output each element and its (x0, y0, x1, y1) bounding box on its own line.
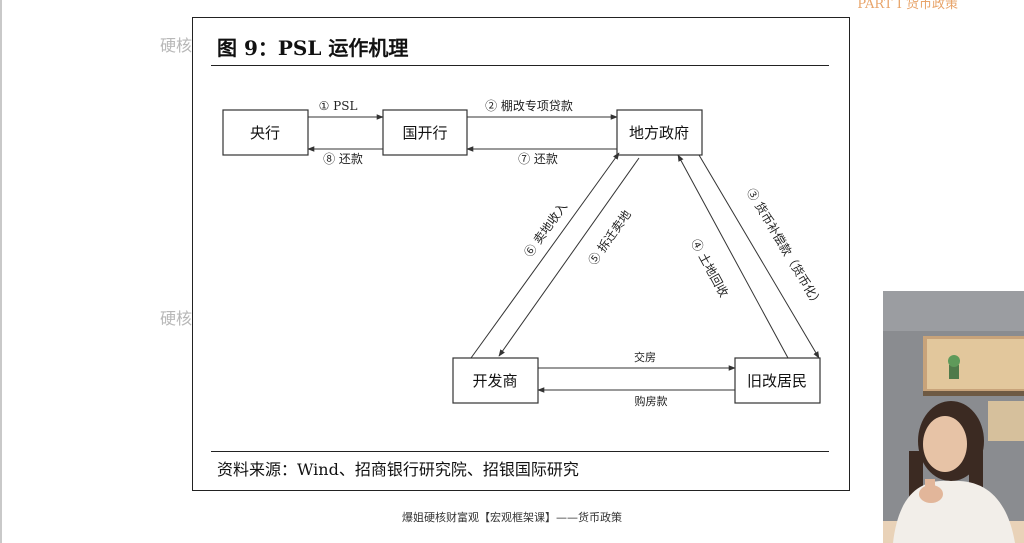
watermark: 硬核 (160, 309, 193, 328)
course-caption: 爆姐硬核财富观【宏观框架课】——货币政策 (402, 511, 622, 524)
edge-purchase-label: 购房款 (635, 394, 668, 408)
figure-source: 资料来源：Wind、招商银行研究院、招银国际研究 (217, 460, 579, 479)
edge-land-revenue-arrow (470, 152, 620, 359)
edge-land-sale-label: ⑤ 拆迁卖地 (585, 207, 634, 268)
figure-title: 图 9：PSL 运作机理 (217, 36, 409, 60)
node-central-bank-label: 央行 (250, 124, 280, 142)
figure-frame: 图 9：PSL 运作机理 央行 国开行 地方政府 (192, 17, 850, 491)
edge-land-sale-arrow (498, 157, 640, 357)
node-residents: 旧改居民 (734, 357, 821, 404)
presenter-webcam (883, 291, 1024, 543)
node-developer-label: 开发商 (472, 372, 517, 390)
source-rule (211, 451, 829, 452)
edge-handover-label: 交房 (634, 350, 656, 364)
edge-loan-label: ② 棚改专项贷款 (485, 98, 573, 113)
node-local-gov-label: 地方政府 (629, 124, 689, 142)
node-cdb-label: 国开行 (402, 124, 447, 142)
edge-compensation-arrow (698, 154, 820, 359)
title-rule (211, 65, 829, 66)
node-cdb: 国开行 (382, 109, 468, 156)
node-residents-label: 旧改居民 (747, 372, 807, 390)
watermark: 硬核 (160, 36, 193, 55)
edge-repay-7-label: ⑦ 还款 (518, 152, 558, 166)
edge-repay-8-label: ⑧ 还款 (323, 152, 363, 166)
node-developer: 开发商 (452, 357, 539, 404)
edge-compensation-label: ③ 货币补偿款（货币化） (744, 185, 826, 310)
presenter-video-frame (883, 291, 1024, 543)
node-central-bank: 央行 (222, 109, 309, 156)
edge-land-recovery-arrow (677, 154, 789, 359)
edge-land-recovery-label: ④ 土地回收 (688, 237, 731, 300)
edge-psl-label: ① PSL (319, 99, 358, 113)
left-edge-line (0, 0, 2, 543)
node-local-gov: 地方政府 (616, 109, 703, 156)
psl-flow-diagram: 央行 国开行 地方政府 开发商 旧改居民 ① PSL (222, 98, 826, 408)
edge-land-revenue-label: ⑥ 卖地收入 (521, 200, 570, 260)
section-header: PART I 货币政策 (857, 0, 958, 12)
